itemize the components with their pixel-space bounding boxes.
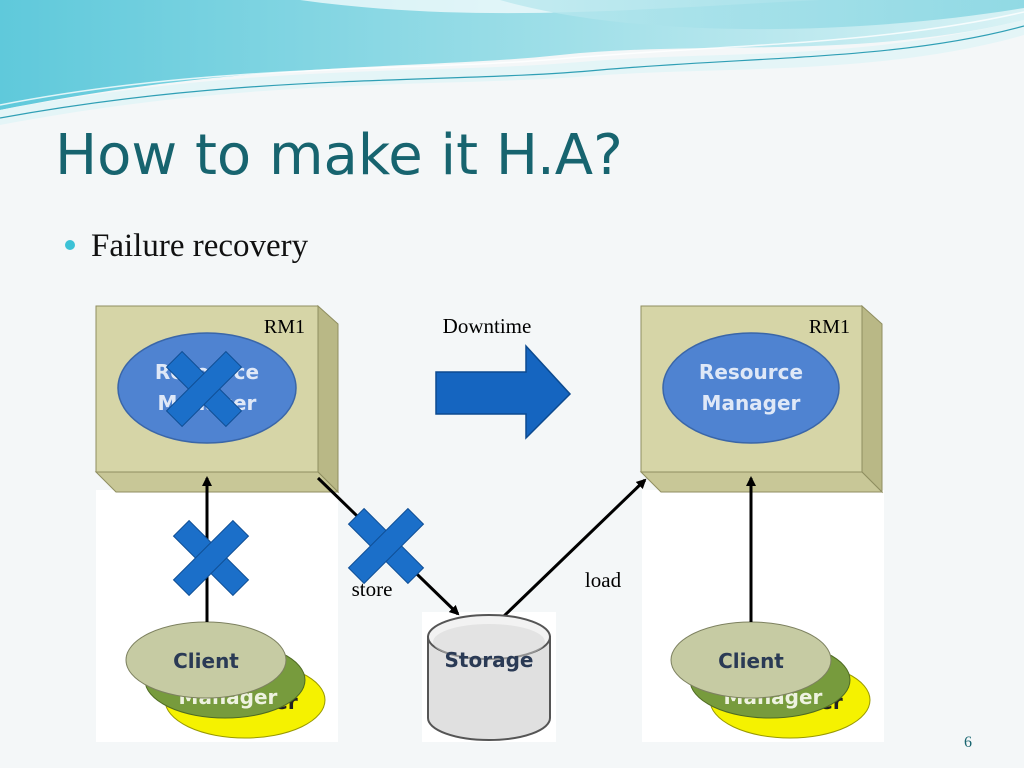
right-client-label: Client [718,649,784,673]
bullet-dot-icon [65,239,75,250]
downtime-label: Downtime [443,314,532,338]
left-client-stack: er Manager Client [125,621,326,739]
downtime-arrow-icon [435,344,572,440]
load-label: load [585,568,622,592]
right-rm-line2: Manager [702,391,801,415]
bullet-item: Failure recovery [65,228,308,265]
left-server-box: RM1 Resource Manager [94,304,340,494]
right-server-label: RM1 [809,316,850,338]
store-label: store [352,577,393,601]
storage-cylinder-icon [427,614,551,741]
left-rm-failed-x-icon [165,350,243,428]
right-server-box: RM1 Resource Manager [639,304,884,494]
store-blocked-x-icon [347,507,425,585]
right-client-stack: er Manager Client [670,621,871,739]
right-rm-line1: Resource [699,360,803,384]
left-client-blocked-x-icon [172,519,250,597]
left-client-label: Client [173,649,239,673]
bullet-text: Failure recovery [91,228,309,264]
page-number: 6 [964,734,972,751]
right-resource-manager-oval [662,332,840,444]
slide-title: How to make it H.A? [55,123,623,188]
load-arrow [502,478,647,618]
left-server-label: RM1 [264,316,305,338]
storage-label: Storage [445,648,534,672]
